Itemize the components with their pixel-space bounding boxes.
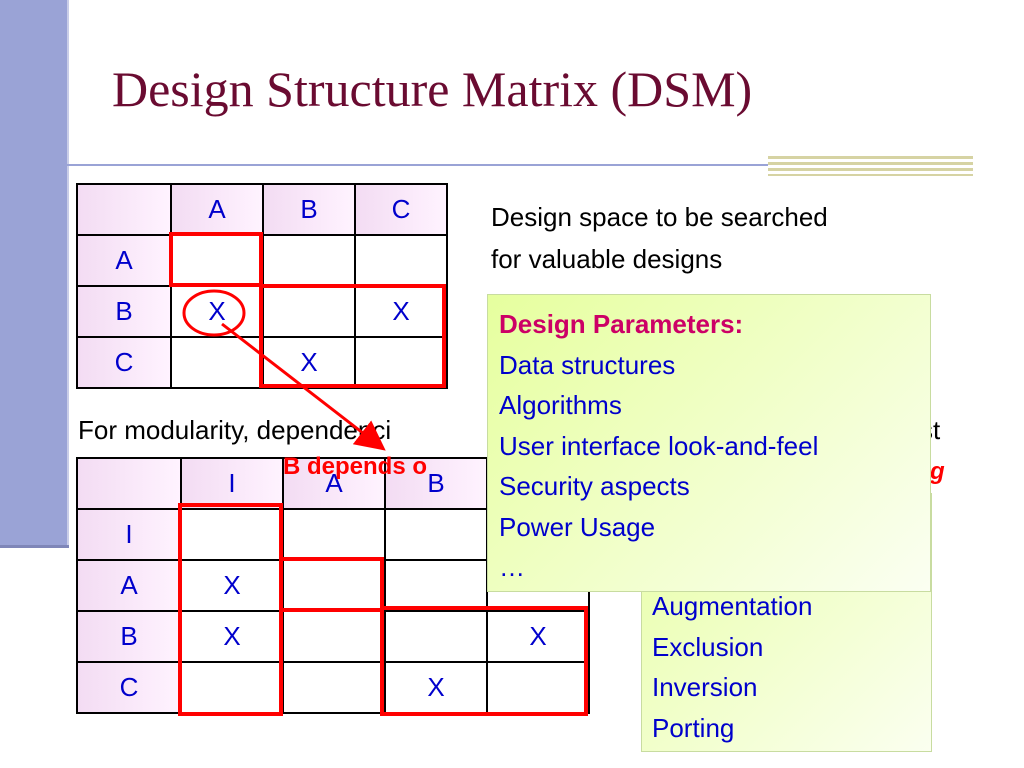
parameter-item: Security aspects	[499, 471, 690, 501]
row-header: A	[76, 234, 172, 287]
matrix-cell	[282, 508, 386, 561]
row-header: I	[76, 508, 182, 561]
left-accent-bar-shadow	[67, 0, 69, 547]
row-header: B	[76, 610, 182, 663]
column-header: I	[180, 457, 284, 510]
parameter-item: Algorithms	[499, 390, 622, 420]
column-header: B	[262, 183, 356, 236]
matrix-cell	[354, 234, 448, 287]
modular-operators-list: Augmentation Exclusion Inversion Porting	[652, 586, 812, 748]
matrix-cell	[262, 234, 356, 287]
operator-item: Augmentation	[652, 591, 813, 621]
parameter-item: Data structures	[499, 349, 676, 380]
matrix-row: C X	[76, 661, 590, 714]
column-header: B	[384, 457, 488, 510]
matrix-header-row: A B C	[76, 183, 448, 236]
matrix-cell: X	[170, 285, 264, 338]
matrix-cell	[170, 336, 264, 389]
matrix-cell	[282, 610, 386, 663]
row-header: C	[76, 336, 172, 389]
left-accent-bar-edge	[0, 545, 69, 548]
parameter-item: Power Usage	[499, 511, 656, 542]
matrix-cell	[282, 661, 386, 714]
matrix-corner-cell	[76, 183, 172, 236]
design-parameters-heading: Design Parameters:	[499, 309, 744, 339]
matrix-cell	[384, 559, 488, 612]
matrix-cell: X	[486, 610, 590, 663]
parameter-item: …	[499, 552, 525, 582]
left-accent-bar	[0, 0, 67, 547]
operator-item: Exclusion	[652, 631, 764, 662]
row-header: A	[76, 559, 182, 612]
row-header: C	[76, 661, 182, 714]
module-highlight-a	[169, 232, 263, 287]
column-header: A	[282, 457, 386, 510]
modularity-caption: For modularity, dependenci	[78, 415, 392, 445]
matrix-cell: X	[384, 661, 488, 714]
design-parameters-box	[487, 294, 931, 592]
design-parameters-list: Design Parameters: Data structures Algor…	[499, 304, 818, 588]
title-divider	[44, 164, 973, 166]
column-header: C	[354, 183, 448, 236]
parameter-item: User interface look-and-feel	[499, 430, 819, 461]
matrix-cell: X	[180, 559, 284, 612]
matrix-cell	[282, 559, 386, 612]
matrix-cell	[384, 508, 488, 561]
row-header: B	[76, 285, 172, 338]
module-highlight-a2	[279, 557, 384, 612]
matrix-cell: X	[180, 610, 284, 663]
matrix-row: B X X	[76, 610, 590, 663]
dependency-annotation: B depends o	[283, 453, 428, 480]
matrix-cell	[384, 610, 488, 663]
title-divider-accent	[768, 156, 973, 176]
operator-item: Porting	[652, 712, 735, 743]
operator-item: Inversion	[652, 672, 758, 702]
slide-title: Design Structure Matrix (DSM)	[112, 61, 753, 117]
module-highlight-iabc	[178, 503, 283, 716]
module-highlight-bc	[259, 284, 446, 388]
matrix-corner-cell	[76, 457, 182, 510]
annotation-tail: g	[930, 458, 945, 485]
module-highlight-bc2	[380, 606, 588, 716]
matrix-cell	[180, 508, 284, 561]
design-space-line-2: for valuable designs	[491, 244, 723, 274]
design-space-line-1: Design space to be searched	[491, 202, 828, 232]
column-header: A	[170, 183, 264, 236]
